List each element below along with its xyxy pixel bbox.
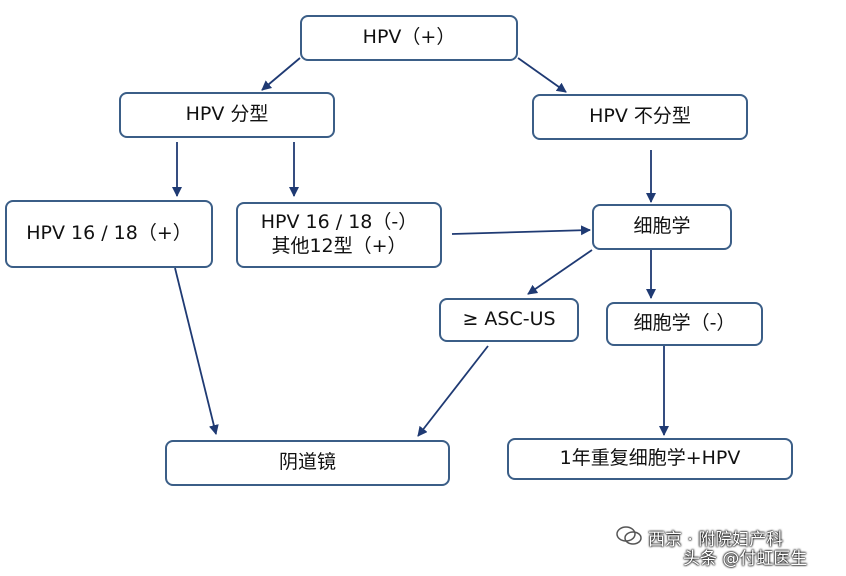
- node-hpv-typed: HPV 分型: [119, 92, 335, 138]
- arrow-hpv-to-typed: [261, 57, 301, 91]
- node-hpv1618-positive: HPV 16 / 18（+）: [5, 200, 213, 268]
- node-hpv1618-negative: HPV 16 / 18（-） 其他12型（+）: [236, 202, 442, 268]
- node-hpv1618-positive-label: HPV 16 / 18（+）: [26, 222, 192, 245]
- arrow-1618neg-to-cytology: [451, 225, 591, 236]
- node-hpv1618-negative-line1: HPV 16 / 18（-）: [260, 211, 418, 234]
- node-asc-us-label: ≥ ASC-US: [462, 308, 556, 331]
- node-repeat-test: 1年重复细胞学+HPV: [507, 438, 793, 480]
- node-repeat-test-label: 1年重复细胞学+HPV: [559, 447, 741, 470]
- node-cytology: 细胞学: [592, 204, 732, 250]
- arrow-hpv-to-untyped: [517, 57, 567, 93]
- arrow-1618pos-to-colposcopy: [174, 267, 219, 435]
- arrow-ascus-to-colposcopy: [417, 345, 489, 437]
- node-hpv-untyped-label: HPV 不分型: [589, 105, 691, 128]
- wechat-icon: [616, 526, 642, 545]
- watermark-source: 西京 · 附院妇产科: [648, 530, 784, 550]
- node-colposcopy-label: 阴道镜: [278, 451, 336, 474]
- watermark-author: 头条 @付虹医生: [683, 549, 808, 569]
- arrow-cytology-to-ascus: [527, 249, 593, 295]
- node-hpv-typed-label: HPV 分型: [185, 103, 269, 126]
- node-hpv-positive-label: HPV（+）: [362, 26, 456, 49]
- node-hpv-untyped: HPV 不分型: [532, 94, 748, 140]
- node-cytology-negative: 细胞学（-）: [606, 302, 763, 346]
- node-hpv-positive: HPV（+）: [300, 15, 518, 61]
- node-cytology-label: 细胞学: [633, 215, 691, 238]
- node-asc-us: ≥ ASC-US: [439, 298, 579, 342]
- node-hpv1618-negative-line2: 其他12型（+）: [271, 235, 407, 257]
- node-colposcopy: 阴道镜: [165, 440, 450, 486]
- node-cytology-negative-label: 细胞学（-）: [633, 312, 736, 335]
